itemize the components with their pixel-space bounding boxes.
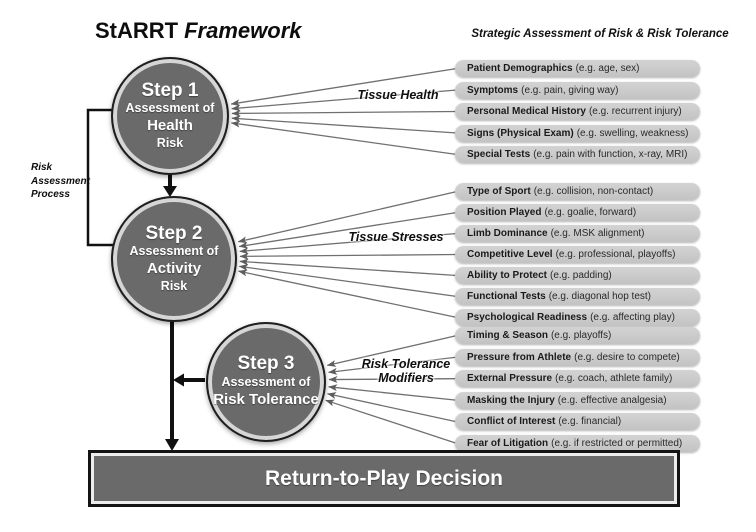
factor-arrow: [238, 269, 458, 319]
factor-bar: Signs (Physical Exam)(e.g. swelling, wea…: [455, 124, 700, 142]
step-2-title: Step 2: [145, 222, 203, 244]
step-1-title: Step 1: [141, 79, 199, 101]
factor-bar: Functional Tests(e.g. diagonal hop test): [455, 288, 700, 305]
factor-arrow: [328, 384, 458, 401]
factor-bar: Personal Medical History(e.g. recurrent …: [455, 103, 700, 120]
factor-term: Timing & Season: [467, 330, 548, 341]
step-2-line2: Activity: [146, 260, 202, 278]
factor-example: (e.g. pain, giving way): [521, 84, 619, 96]
factor-term: Competitive Level: [467, 249, 553, 260]
factor-term: Signs (Physical Exam): [467, 127, 574, 139]
return-to-play-decision-bar: Return-to-Play Decision: [88, 450, 680, 507]
factor-bar: Position Played(e.g. goalie, forward): [455, 204, 700, 221]
factor-example: (e.g. professional, playoffs): [555, 249, 676, 260]
step-3-title: Step 3: [237, 353, 295, 375]
factor-term: Pressure from Athlete: [467, 351, 572, 363]
factor-group-health: Patient Demographics(e.g. age, sex) Sympt…: [455, 60, 700, 163]
factor-example: (e.g. diagonal hop test): [548, 291, 652, 302]
factor-bar: Patient Demographics(e.g. age, sex): [455, 60, 700, 77]
factor-term: Conflict of Interest: [467, 416, 556, 428]
step-1-line1: Assessment of: [125, 101, 215, 116]
factor-bar: Limb Dominance(e.g. MSK alignment): [455, 225, 700, 242]
step-3-circle: Step 3 Assessment of Risk Tolerance: [206, 322, 326, 442]
factor-arrow: [230, 120, 458, 156]
factor-term: Limb Dominance: [467, 228, 548, 239]
factor-bar: External Pressure(e.g. coach, athlete fa…: [455, 370, 700, 388]
factor-term: Personal Medical History: [467, 106, 586, 117]
step-3-line1: Assessment of: [221, 375, 311, 390]
factor-example: (e.g. affecting play): [590, 312, 675, 323]
factor-bar: Competitive Level(e.g. professional, pla…: [455, 246, 700, 263]
factor-bar: Symptoms(e.g. pain, giving way): [455, 81, 700, 99]
factor-bar: Special Tests(e.g. pain with function, x…: [455, 146, 700, 163]
tissue-health-label: Tissue Health: [357, 88, 439, 102]
factor-bar: Conflict of Interest(e.g. financial): [455, 413, 700, 431]
factor-bar: Psychological Readiness(e.g. affecting p…: [455, 309, 700, 326]
factor-term: Position Played: [467, 207, 542, 218]
factor-bar: Type of Sport(e.g. collision, non-contac…: [455, 183, 700, 200]
step-1-line3: Risk: [156, 135, 184, 150]
factor-example: (e.g. effective analgesia): [557, 394, 667, 406]
factor-example: (e.g. financial): [558, 416, 622, 428]
factor-arrow: [327, 392, 458, 423]
factor-example: (e.g. pain with function, x-ray, MRI): [533, 149, 688, 160]
page-title-brand: StARRT: [95, 18, 179, 43]
factor-bar: Fear of Litigation(e.g. if restricted or…: [455, 434, 700, 452]
factor-arrow: [231, 115, 458, 134]
step-2-line3: Risk: [160, 278, 188, 293]
factor-bar: Masking the Injury(e.g. effective analge…: [455, 391, 700, 409]
factor-example: (e.g. playoffs): [550, 330, 612, 341]
risk-tolerance-modifiers-label: Risk Tolerance Modifiers: [361, 357, 451, 386]
factor-group-tolerance: Timing & Season(e.g. playoffs) Pressure f…: [455, 327, 700, 452]
factor-term: Patient Demographics: [467, 63, 573, 74]
factor-example: (e.g. desire to compete): [574, 351, 680, 363]
tissue-stresses-label: Tissue Stresses: [348, 230, 444, 244]
factor-group-activity: Type of Sport(e.g. collision, non-contac…: [455, 183, 700, 326]
factor-arrow: [231, 109, 458, 117]
page-subtitle: Strategic Assessment of Risk & Risk Tole…: [471, 28, 729, 40]
factor-term: Type of Sport: [467, 186, 531, 197]
step3-to-flow-arrowhead: [173, 373, 184, 387]
factor-bar: Ability to Protect(e.g. padding): [455, 267, 700, 284]
factor-term: Fear of Litigation: [467, 437, 549, 449]
factor-example: (e.g. if restricted or permitted): [551, 437, 683, 449]
risk-assessment-process-label: Risk Assessment Process: [31, 162, 90, 200]
factor-arrow: [239, 258, 458, 277]
factor-example: (e.g. padding): [550, 270, 612, 281]
factor-example: (e.g. goalie, forward): [544, 207, 637, 218]
page-title-suffix: Framework: [184, 18, 302, 43]
step-1-circle: Step 1 Assessment of Health Risk: [111, 57, 229, 175]
step-2-circle: Step 2 Assessment of Activity Risk: [111, 196, 237, 322]
step-2-line1: Assessment of: [129, 244, 219, 259]
factor-term: Functional Tests: [467, 291, 546, 302]
factor-bar: Pressure from Athlete(e.g. desire to com…: [455, 348, 700, 366]
factor-arrow: [239, 252, 458, 260]
factor-term: Masking the Injury: [467, 394, 555, 406]
factor-arrow: [325, 399, 458, 445]
factor-example: (e.g. collision, non-contact): [533, 186, 654, 197]
step-3-line2: Risk Tolerance: [213, 390, 319, 408]
factor-example: (e.g. recurrent injury): [588, 106, 682, 117]
factor-term: Symptoms: [467, 84, 519, 96]
factor-example: (e.g. age, sex): [575, 63, 640, 74]
factor-term: Psychological Readiness: [467, 312, 588, 323]
step-1-line2: Health: [147, 117, 193, 135]
factor-example: (e.g. coach, athlete family): [555, 373, 673, 385]
factor-term: External Pressure: [467, 373, 553, 385]
factor-example: (e.g. MSK alignment): [550, 228, 645, 239]
factor-term: Special Tests: [467, 149, 531, 160]
decision-label: Return-to-Play Decision: [264, 466, 504, 490]
factor-arrow: [238, 264, 458, 298]
factor-term: Ability to Protect: [467, 270, 548, 281]
factor-bar: Timing & Season(e.g. playoffs): [455, 327, 700, 344]
factor-example: (e.g. swelling, weakness): [576, 127, 689, 139]
